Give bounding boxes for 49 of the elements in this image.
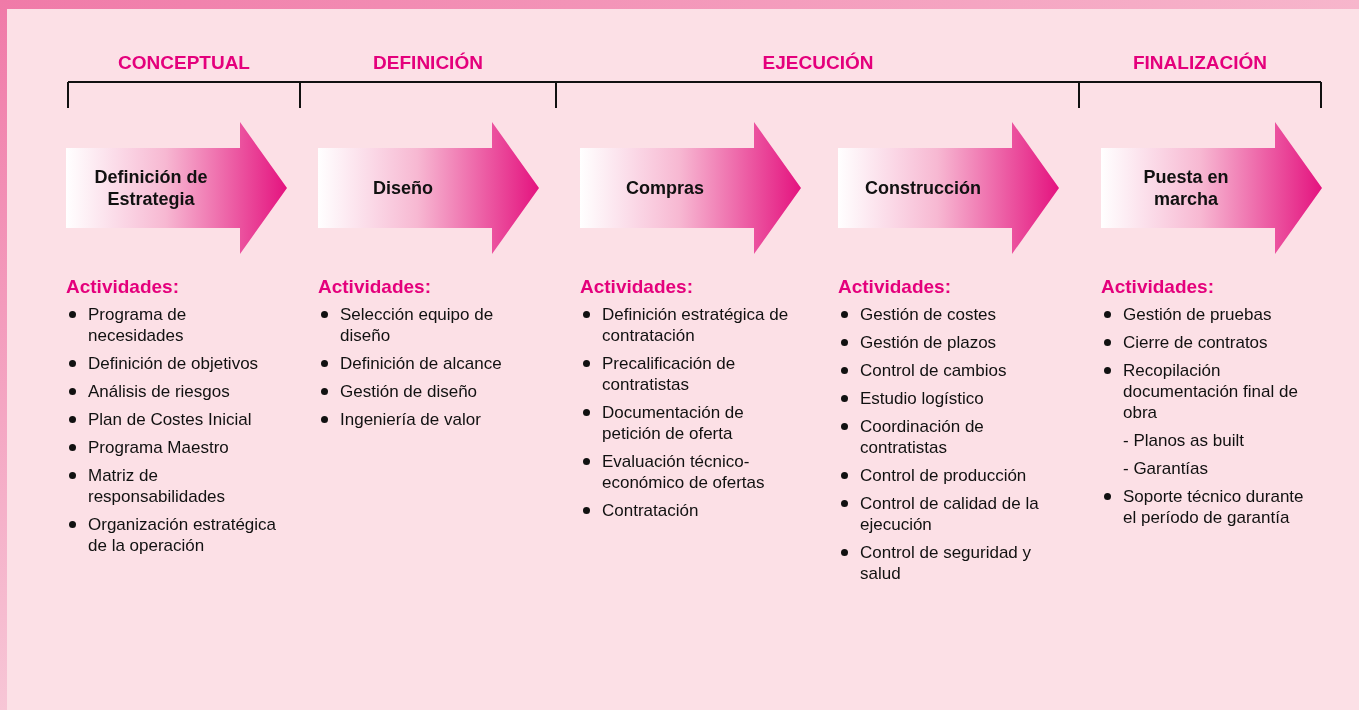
- stage-banner: [838, 122, 1060, 254]
- bullet-item: Definición de alcance: [318, 353, 533, 374]
- bullet-item: Soporte técnico durante el período de garantía: [1101, 486, 1316, 528]
- stage-banner: [580, 122, 802, 254]
- stage-banner: [66, 122, 288, 254]
- bullet-item: Programa Maestro: [66, 437, 281, 458]
- bullet-item: Control de calidad de la ejecución: [838, 493, 1053, 535]
- bullet-item: Análisis de riesgos: [66, 381, 281, 402]
- phase-label: CONCEPTUAL: [118, 52, 250, 74]
- bullet-item: Control de cambios: [838, 360, 1053, 381]
- stage-title: Definición de Estrategia: [93, 166, 209, 211]
- bullet-item: Evaluación técnico-económico de ofertas: [580, 451, 795, 493]
- bullet-item: Control de seguridad y salud: [838, 542, 1053, 584]
- stage-title: Construcción: [864, 177, 982, 200]
- activities-heading: Actividades:: [838, 276, 952, 298]
- bullet-item: Gestión de pruebas: [1101, 304, 1316, 325]
- bullet-item: Estudio logístico: [838, 388, 1053, 409]
- stage-title: Diseño: [372, 177, 434, 200]
- bullet-item: Recopilación documentación final de obra: [1101, 360, 1316, 423]
- activities-heading: Actividades:: [1101, 276, 1215, 298]
- sub-item: - Garantías: [1122, 458, 1210, 479]
- bullet-item: Definición de objetivos: [66, 353, 281, 374]
- sub-item: - Planos as built: [1122, 430, 1245, 451]
- bullet-item: Gestión de costes: [838, 304, 1053, 325]
- bullet-item: Coordinación de contratistas: [838, 416, 1053, 458]
- bullet-item: Cierre de contratos: [1101, 332, 1316, 353]
- activities-heading: Actividades:: [66, 276, 180, 298]
- bullet-item: Control de producción: [838, 465, 1053, 486]
- activities-heading: Actividades:: [580, 276, 694, 298]
- bullet-item: Selección equipo de diseño: [318, 304, 533, 346]
- phase-label: FINALIZACIÓN: [1133, 52, 1267, 74]
- bullet-item: Programa de necesidades: [66, 304, 281, 346]
- bullet-item: Ingeniería de valor: [318, 409, 533, 430]
- stage-banner: [1101, 122, 1323, 254]
- bullet-item: Documentación de petición de oferta: [580, 402, 795, 444]
- bullet-item: Contratación: [580, 500, 795, 521]
- activities-heading: Actividades:: [318, 276, 432, 298]
- bullet-item: Gestión de plazos: [838, 332, 1053, 353]
- stage-banner: [318, 122, 540, 254]
- bullet-item: Definición estratégica de contratación: [580, 304, 795, 346]
- phase-label: EJECUCIÓN: [762, 52, 874, 74]
- bullet-item: Organización estratégica de la operación: [66, 514, 281, 556]
- bullet-item: Matriz de responsabilidades: [66, 465, 281, 507]
- bullet-item: Plan de Costes Inicial: [66, 409, 281, 430]
- phase-label: DEFINICIÓN: [373, 52, 483, 74]
- stage-title: Puesta en marcha: [1142, 166, 1230, 211]
- stage-title: Compras: [625, 177, 705, 200]
- bullet-item: Gestión de diseño: [318, 381, 533, 402]
- bullet-item: Precalificación de contratistas: [580, 353, 795, 395]
